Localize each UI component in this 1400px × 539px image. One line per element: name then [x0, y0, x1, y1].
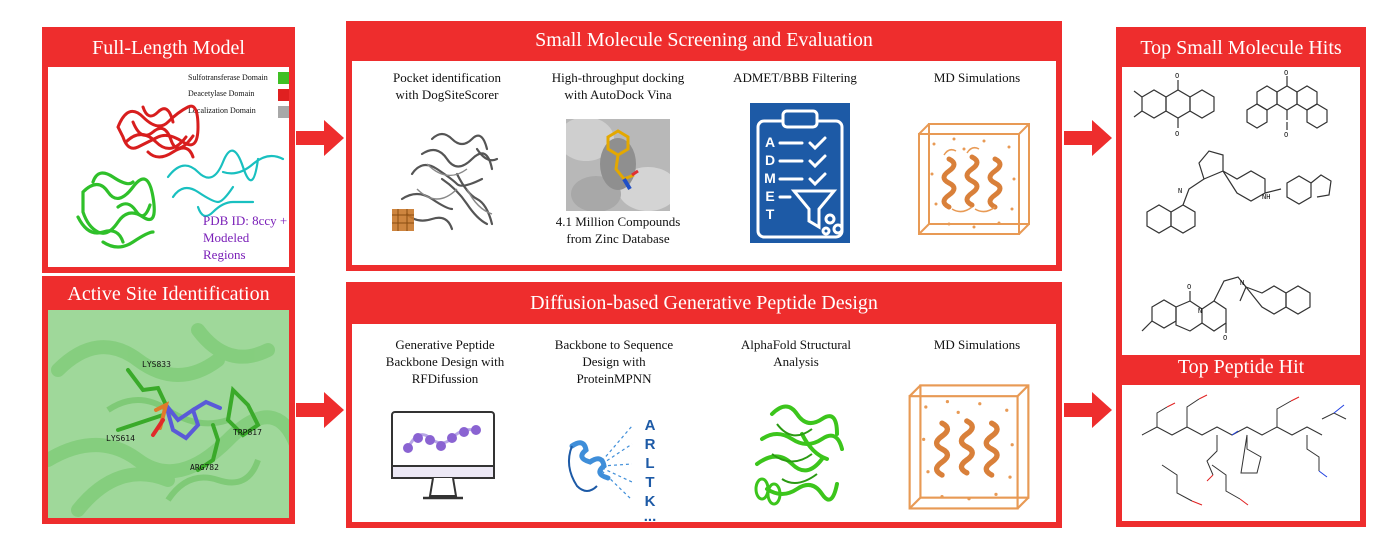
atom-label: O	[1284, 69, 1288, 77]
small-molecule-title: Small Molecule Screening and Evaluation	[535, 29, 873, 51]
md-simulation-box-icon	[908, 384, 1030, 510]
sequence-letter: L	[645, 455, 655, 472]
residue-trp817: TRP817	[233, 428, 262, 437]
legend-swatch-gray	[278, 106, 289, 118]
atom-label: O	[1223, 334, 1227, 342]
step-line: ProteinMPNN	[576, 371, 652, 386]
step-docking: High-throughput docking with AutoDock Vi…	[538, 69, 698, 103]
small-molecule-body: Pocket identification with DogSiteScorer…	[352, 61, 1056, 265]
atom-label: O	[1175, 72, 1179, 80]
full-length-model-panel: Full-Length Model Sulfotransferase Domai…	[42, 27, 295, 273]
step-rfdiffusion: Generative Peptide Backbone Design with …	[370, 336, 520, 387]
legend-deacetylase: Deacetylase Domain	[188, 89, 254, 99]
monitor-icon	[391, 411, 495, 500]
sequence-letter: ...	[643, 508, 657, 522]
sequence-letter: R	[644, 436, 656, 453]
peptide-design-title: Diffusion-based Generative Peptide Desig…	[530, 292, 878, 314]
step-line: AlphaFold Structural	[740, 337, 852, 352]
sequence-letter: T	[645, 474, 655, 491]
full-length-model-title: Full-Length Model	[92, 37, 245, 59]
step-md-simulations: MD Simulations	[912, 69, 1042, 86]
pdb-caption-line: PDB ID: 8ccy +	[203, 213, 288, 228]
docking-surface-image	[566, 119, 670, 211]
pdb-caption-line: Regions	[203, 247, 246, 262]
admet-letter: A	[764, 134, 776, 150]
step-line: High-throughput docking	[551, 70, 685, 85]
step-alphafold: AlphaFold Structural Analysis	[716, 336, 876, 370]
atom-label: O	[1187, 283, 1191, 291]
step-proteinmpnn: Backbone to Sequence Design with Protein…	[534, 336, 694, 387]
arrow-right-icon	[296, 120, 344, 156]
sequence-letters: A R L T K ...	[640, 416, 660, 522]
atom-label: NH	[1262, 193, 1270, 201]
admet-letter: D	[764, 152, 776, 168]
atom-label: N	[1178, 187, 1182, 195]
legend-label: Sulfotransferase Domain	[188, 73, 268, 82]
legend-sulfotransferase: Sulfotransferase Domain	[188, 73, 268, 83]
atom-label: N	[1240, 279, 1244, 287]
admet-letter: M	[764, 170, 776, 186]
atom-label: O	[1284, 131, 1288, 139]
step-line: Pocket identification	[393, 70, 501, 85]
active-site-structure	[48, 310, 289, 518]
legend-localization: Localization Domain	[188, 106, 256, 116]
residue-lys614: LYS614	[106, 434, 135, 443]
compounds-caption: 4.1 Million Compounds from Zinc Database	[538, 213, 698, 247]
top-hits-panel: Top Small Molecule Hits	[1116, 27, 1366, 527]
atom-label: N	[1198, 307, 1202, 315]
active-site-title: Active Site Identification	[67, 283, 270, 305]
pdb-caption-line: Modeled	[203, 230, 250, 245]
small-molecule-panel: Small Molecule Screening and Evaluation …	[346, 21, 1062, 271]
peptide-design-body: Generative Peptide Backbone Design with …	[352, 324, 1056, 522]
step-line: Backbone Design with	[385, 354, 505, 369]
step-pocket-identification: Pocket identification with DogSiteScorer	[374, 69, 520, 103]
residue-arg782: ARG782	[190, 463, 219, 472]
admet-letter: E	[765, 188, 775, 204]
small-molecule-hits-area: O O O O O O N NH N N	[1122, 67, 1360, 355]
step-line: Design with	[582, 354, 646, 369]
pocket-protein-image	[392, 132, 499, 231]
arrow-right-icon	[1064, 120, 1112, 156]
step-line: ADMET/BBB Filtering	[733, 70, 857, 85]
active-site-image: LYS833 LYS614 TRP817 ARG782	[48, 310, 289, 518]
step-line: MD Simulations	[933, 337, 1021, 352]
caption-line: from Zinc Database	[566, 231, 670, 246]
residue-lys833: LYS833	[142, 360, 171, 369]
legend-swatch-red	[278, 89, 289, 101]
admet-letter: T	[765, 206, 775, 222]
pdb-caption: PDB ID: 8ccy + Modeled Regions	[203, 212, 287, 263]
full-length-model-image: Sulfotransferase Domain Deacetylase Doma…	[48, 67, 289, 267]
active-site-panel: Active Site Identification	[42, 276, 295, 524]
step-line: Backbone to Sequence	[554, 337, 674, 352]
helix-to-sequence-icon	[567, 425, 633, 501]
peptide-hit-area	[1122, 385, 1360, 521]
peptide-design-panel: Diffusion-based Generative Peptide Desig…	[346, 282, 1062, 528]
full-length-protein-structure	[76, 104, 285, 249]
sequence-letter: K	[644, 493, 656, 510]
arrow-right-icon	[296, 392, 344, 428]
md-simulation-box-icon	[918, 123, 1030, 235]
step-line: with DogSiteScorer	[395, 87, 499, 102]
step-line: MD Simulations	[933, 70, 1021, 85]
legend-swatch-green	[278, 72, 289, 84]
legend-label: Localization Domain	[188, 106, 256, 115]
small-molecule-structures: O O O O O O N NH N N	[1133, 69, 1332, 342]
top-peptide-title: Top Peptide Hit	[1177, 356, 1305, 378]
peptide-structure	[1141, 394, 1347, 506]
step-line: Analysis	[773, 354, 819, 369]
step-line: with AutoDock Vina	[564, 87, 672, 102]
admet-clipboard-icon: A D M E T	[750, 103, 850, 243]
step-admet-filtering: ADMET/BBB Filtering	[720, 69, 870, 86]
legend-label: Deacetylase Domain	[188, 89, 255, 98]
arrow-right-icon	[1064, 392, 1112, 428]
alphafold-structure-image	[754, 404, 844, 506]
step-md-simulations-peptide: MD Simulations	[912, 336, 1042, 353]
top-small-molecule-title: Top Small Molecule Hits	[1140, 37, 1342, 59]
step-line: RFDifussion	[411, 371, 479, 386]
admet-letters: A D M E T	[762, 133, 778, 223]
sequence-letter: A	[644, 417, 656, 434]
atom-label: O	[1175, 130, 1179, 138]
caption-line: 4.1 Million Compounds	[555, 214, 681, 229]
step-line: Generative Peptide	[395, 337, 495, 352]
